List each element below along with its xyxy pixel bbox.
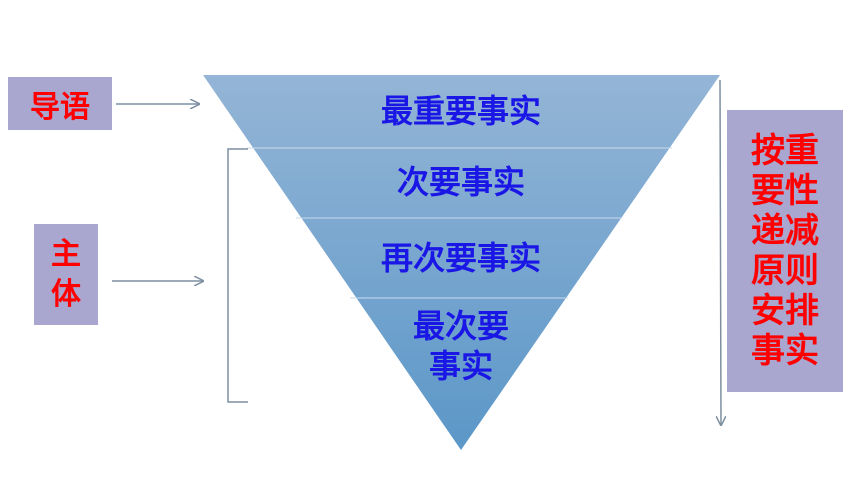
tier-label-tertiary: 再次要事实 <box>380 239 541 277</box>
lead-label: 导语 <box>30 89 90 125</box>
inverted-pyramid <box>203 75 720 450</box>
tier-label-secondary: 次要事实 <box>396 163 525 201</box>
importance-down-arrow <box>720 79 721 425</box>
body-bracket <box>227 148 248 403</box>
body-label-box: 主体 <box>34 224 98 325</box>
tier-label-most-important: 最重要事实 <box>380 92 541 130</box>
tier-label-least-important: 最次要事实 <box>412 307 509 385</box>
principle-label: 按重要性递减原则安排事实 <box>751 131 819 371</box>
lead-label-box: 导语 <box>8 77 112 130</box>
body-label: 主体 <box>51 236 81 312</box>
principle-label-box: 按重要性递减原则安排事实 <box>727 110 843 392</box>
